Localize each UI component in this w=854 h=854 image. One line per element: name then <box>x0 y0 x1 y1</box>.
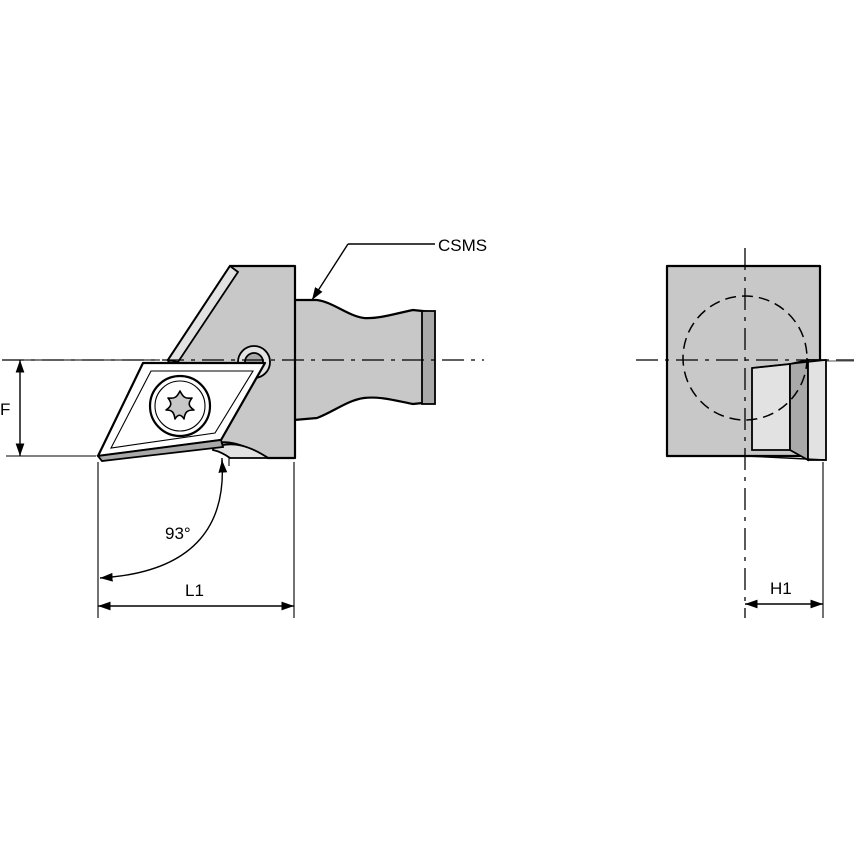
top-view: CSMS F 93° L1 <box>0 236 487 618</box>
dimension-l1-label: L1 <box>185 581 204 600</box>
end-view: H1 <box>636 248 854 618</box>
angle-dimension <box>99 458 230 582</box>
angle-label: 93° <box>165 524 191 543</box>
dimension-f-label: F <box>0 400 10 419</box>
part-code-leader <box>311 243 435 301</box>
dimension-f <box>6 359 160 457</box>
part-code-label: CSMS <box>438 236 487 255</box>
dimension-h1-label: H1 <box>770 579 792 598</box>
torx-screw-icon <box>148 374 212 438</box>
dimension-h1 <box>745 462 824 618</box>
end-view-insert <box>745 358 827 462</box>
dimension-l1 <box>97 462 295 618</box>
